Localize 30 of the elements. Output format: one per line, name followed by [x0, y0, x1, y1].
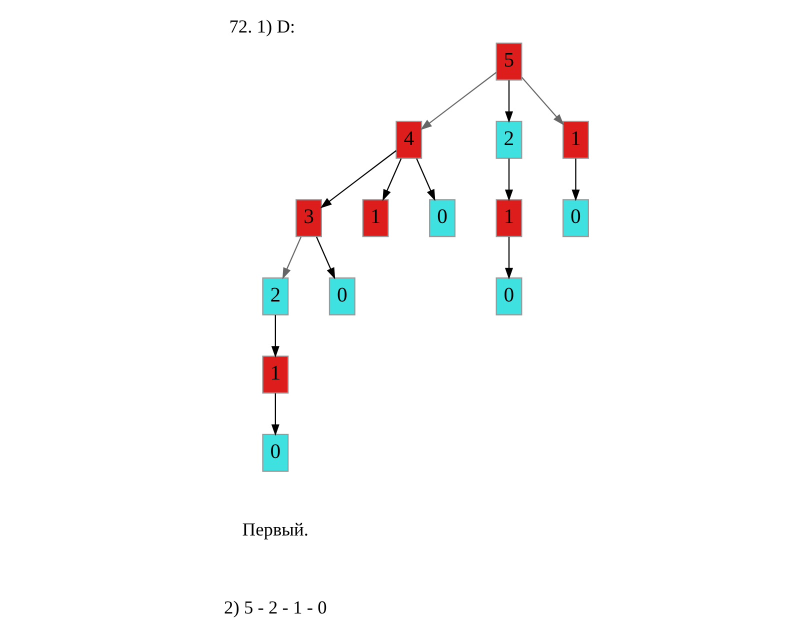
node-box: 3	[296, 199, 322, 238]
arrow	[382, 158, 402, 202]
node-box: 0	[262, 434, 289, 472]
node-box: 4	[396, 120, 422, 159]
arrow	[416, 158, 436, 202]
node-box: 1	[562, 120, 589, 159]
arrow	[282, 236, 302, 280]
node-box: 2	[262, 277, 289, 316]
arrow	[504, 80, 514, 123]
arrow	[504, 158, 514, 202]
node-box: 1	[262, 356, 289, 394]
arrow	[316, 236, 336, 280]
arrow	[271, 393, 280, 436]
node-box: 0	[429, 199, 456, 238]
node-box: 0	[562, 199, 589, 238]
node-box: 2	[496, 120, 522, 159]
node-box: 0	[496, 277, 522, 316]
node-box: 5	[496, 42, 522, 81]
node-box: 1	[362, 199, 389, 238]
arrow	[420, 72, 497, 130]
arrow	[504, 236, 514, 280]
arrow	[521, 77, 564, 126]
node-box: 0	[328, 277, 356, 316]
diagram-title: 72. 1) D:	[229, 16, 296, 37]
node-box: 1	[496, 199, 522, 238]
label: Первый.	[242, 519, 309, 540]
label: 2) 5 - 2 - 1 - 0	[224, 598, 327, 618]
arrow	[271, 315, 280, 358]
arrow	[320, 150, 397, 208]
arrow	[572, 158, 580, 202]
